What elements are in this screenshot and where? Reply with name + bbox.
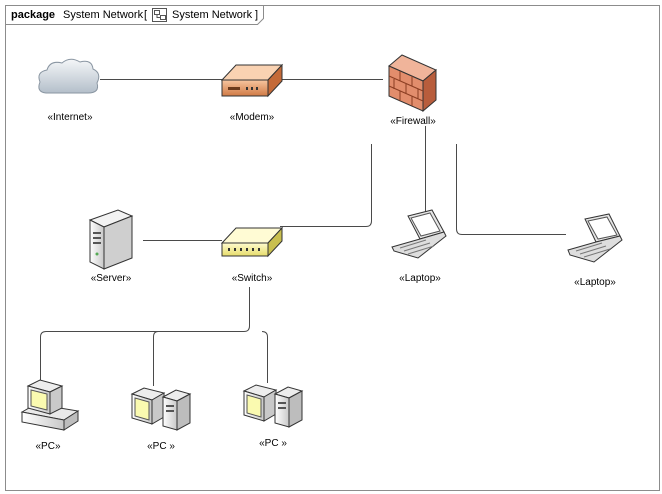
server-icon <box>88 209 134 270</box>
node-laptop-2[interactable]: «Laptop» <box>567 213 623 288</box>
package-diagram-icon <box>152 8 167 22</box>
node-label: «PC » <box>147 441 175 452</box>
package-name: System Network <box>63 9 144 21</box>
node-label: «PC» <box>35 441 60 452</box>
node-switch[interactable]: «Switch» <box>220 226 284 284</box>
diagram-name: System Network <box>172 9 253 21</box>
node-label: «Laptop» <box>399 273 441 284</box>
modem-icon <box>220 63 284 98</box>
node-internet[interactable]: «Internet» <box>38 58 100 123</box>
link-switch-pc3[interactable] <box>261 331 268 384</box>
pc-icon <box>130 387 192 431</box>
node-pc-3[interactable]: «PC » <box>242 384 304 449</box>
node-label: «Modem» <box>230 112 275 123</box>
link-switch-pc2[interactable] <box>153 331 159 387</box>
node-server[interactable]: «Server» <box>88 209 134 284</box>
pc-icon <box>242 384 304 428</box>
bracket-close: ] <box>255 9 258 21</box>
node-label: «Laptop» <box>574 277 616 288</box>
node-label: «Firewall» <box>390 116 436 127</box>
node-laptop-1[interactable]: «Laptop» <box>391 209 447 284</box>
package-frame: package System Network [ System Network … <box>5 5 660 491</box>
link-switch-pc1[interactable] <box>40 287 250 382</box>
link-firewall-laptop2[interactable] <box>456 144 567 235</box>
link-firewall-switch[interactable] <box>280 144 372 227</box>
node-firewall[interactable]: «Firewall» <box>388 54 437 127</box>
package-keyword: package <box>11 9 55 21</box>
connectors <box>40 79 567 387</box>
node-label: «PC » <box>259 438 287 449</box>
laptop-icon <box>567 213 623 263</box>
node-modem[interactable]: «Modem» <box>220 63 284 123</box>
cloud-icon <box>38 58 100 94</box>
node-pc-1[interactable]: «PC» <box>20 379 80 452</box>
switch-icon <box>220 226 284 258</box>
laptop-icon <box>391 209 447 259</box>
node-label: «Switch» <box>232 273 273 284</box>
bracket-open: [ <box>144 9 147 21</box>
pc-icon <box>20 379 80 431</box>
firewall-icon <box>388 54 437 113</box>
node-label: «Server» <box>91 273 132 284</box>
node-label: «Internet» <box>47 112 92 123</box>
node-pc-2[interactable]: «PC » <box>130 387 192 452</box>
